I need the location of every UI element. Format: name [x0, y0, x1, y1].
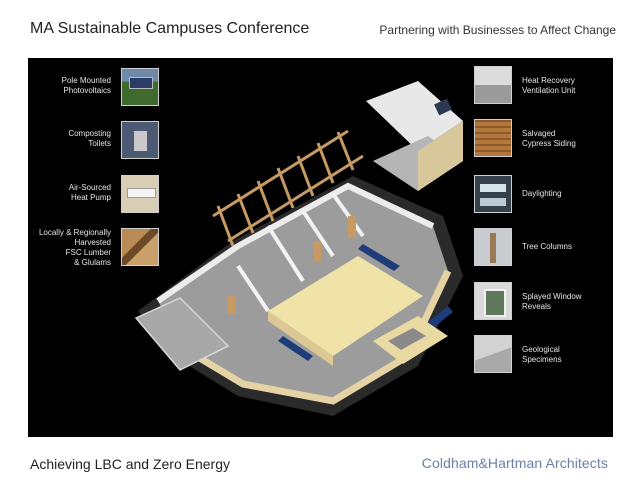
feature-tree-columns: Tree Columns	[474, 228, 613, 268]
upper-window	[434, 98, 452, 116]
exterior-wall	[156, 182, 435, 304]
heat-pump-icon	[121, 175, 159, 213]
slide-title: MA Sustainable Campuses Conference	[30, 20, 310, 37]
conference-table	[388, 328, 426, 350]
interior-partitions	[236, 192, 365, 313]
firm-logo-text: Coldham&Hartman Architects	[421, 455, 608, 471]
window-icon	[474, 175, 512, 213]
building-cutaway-illustration	[134, 81, 463, 416]
slide-tagline: Partnering with Businesses to Affect Cha…	[379, 23, 616, 37]
upper-wing-wall	[418, 121, 463, 191]
window-reveal-icon	[474, 282, 512, 320]
feature-label: Daylighting	[522, 189, 562, 198]
timber-trusses	[212, 129, 364, 247]
blue-bench	[358, 244, 400, 271]
solar-panel-icon	[121, 68, 159, 106]
entry-ramp	[134, 297, 230, 371]
door	[348, 216, 356, 238]
ventilation-icon	[474, 66, 512, 104]
upper-wing-roof	[366, 81, 463, 151]
siding-icon	[474, 119, 512, 157]
blue-bench	[278, 336, 313, 361]
main-room-wall	[268, 311, 333, 366]
feature-label: Tree Columns	[522, 242, 572, 251]
lumber-icon	[121, 228, 159, 266]
main-room-floor	[268, 256, 423, 356]
feature-daylighting: Daylighting	[474, 175, 613, 215]
slide-subtitle: Achieving LBC and Zero Energy	[30, 456, 230, 472]
door	[228, 296, 235, 314]
stone-icon	[474, 335, 512, 373]
column-icon	[474, 228, 512, 266]
door	[314, 241, 321, 261]
toilet-icon	[121, 121, 159, 159]
